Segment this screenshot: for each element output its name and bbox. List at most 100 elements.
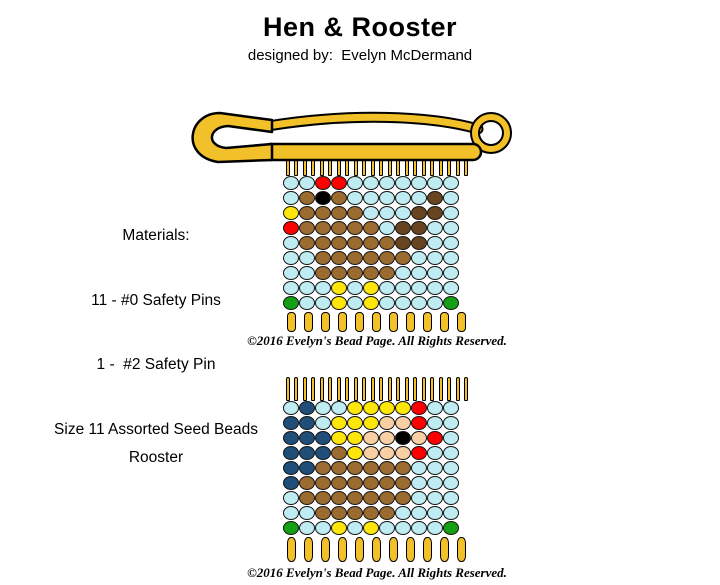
bead-row: [283, 401, 470, 416]
bead: [315, 266, 331, 280]
bead: [331, 416, 347, 430]
bead: [395, 251, 411, 265]
bead: [331, 221, 347, 235]
bead: [363, 461, 379, 475]
bead: [315, 191, 331, 205]
bead: [283, 431, 299, 445]
pin-coil: [338, 312, 347, 332]
bead: [411, 431, 427, 445]
bead: [411, 176, 427, 190]
bead: [379, 176, 395, 190]
bead: [379, 296, 395, 310]
bead: [395, 281, 411, 295]
bead: [395, 236, 411, 250]
bead: [427, 296, 443, 310]
bead-row: [283, 491, 470, 506]
bead: [443, 281, 459, 295]
bead: [299, 191, 315, 205]
bead-row: [283, 416, 470, 431]
pin-top: [317, 152, 334, 176]
pin-bottom: [300, 536, 317, 563]
bead: [411, 476, 427, 490]
pin-wire: [446, 377, 451, 401]
bead: [379, 431, 395, 445]
pin-bottom: [402, 311, 419, 338]
pin-bottom: [385, 311, 402, 338]
pin-bottom: [385, 536, 402, 563]
bead: [395, 446, 411, 460]
bead: [379, 446, 395, 460]
bead: [395, 416, 411, 430]
bead-row: [283, 446, 470, 461]
pin-wire: [438, 152, 443, 176]
bead: [443, 266, 459, 280]
pin-wire: [404, 377, 409, 401]
bead-row: [283, 296, 470, 311]
bead: [443, 416, 459, 430]
bead: [379, 416, 395, 430]
pin-bottoms-row: [283, 536, 470, 563]
pin-wire: [285, 152, 290, 176]
bead: [347, 401, 363, 415]
pin-wire: [412, 377, 417, 401]
bead: [427, 446, 443, 460]
pin-bottom: [283, 536, 300, 563]
bead-row: [283, 281, 470, 296]
pin-wire: [378, 152, 383, 176]
bead: [347, 206, 363, 220]
pin-wire: [293, 152, 298, 176]
bead: [363, 446, 379, 460]
bead: [347, 491, 363, 505]
bead: [331, 176, 347, 190]
bead: [299, 491, 315, 505]
bead: [283, 191, 299, 205]
bead: [379, 506, 395, 520]
bead: [283, 506, 299, 520]
bead: [363, 506, 379, 520]
pin-wire: [455, 152, 460, 176]
bead: [379, 221, 395, 235]
bead-row: [283, 476, 470, 491]
pin-tops-row: [283, 152, 470, 176]
bead: [315, 281, 331, 295]
pin-bottom: [453, 536, 470, 563]
bead: [395, 221, 411, 235]
bead: [427, 221, 443, 235]
pin-top: [317, 377, 334, 401]
bead: [283, 401, 299, 415]
bead: [411, 491, 427, 505]
pin-coil: [321, 537, 330, 562]
bead: [299, 266, 315, 280]
bead: [315, 446, 331, 460]
bead: [395, 476, 411, 490]
bead: [427, 416, 443, 430]
bead: [347, 416, 363, 430]
bead: [347, 296, 363, 310]
bead: [347, 191, 363, 205]
rooster-bead-pattern: [283, 377, 470, 563]
bead: [299, 236, 315, 250]
bead: [363, 401, 379, 415]
bead: [379, 236, 395, 250]
bead: [315, 206, 331, 220]
pin-coil: [457, 312, 466, 332]
bead: [331, 281, 347, 295]
bead: [299, 446, 315, 460]
pin-bottom: [334, 536, 351, 563]
bead: [411, 251, 427, 265]
pin-top: [300, 377, 317, 401]
pin-wire: [421, 377, 426, 401]
bead: [427, 251, 443, 265]
bead: [283, 251, 299, 265]
bead: [315, 176, 331, 190]
pin-top: [385, 152, 402, 176]
pin-top: [385, 377, 402, 401]
bead: [347, 221, 363, 235]
bead: [331, 521, 347, 535]
pin-top: [300, 152, 317, 176]
bead: [315, 401, 331, 415]
bead: [411, 296, 427, 310]
bead: [283, 416, 299, 430]
bead: [283, 296, 299, 310]
bead: [427, 521, 443, 535]
